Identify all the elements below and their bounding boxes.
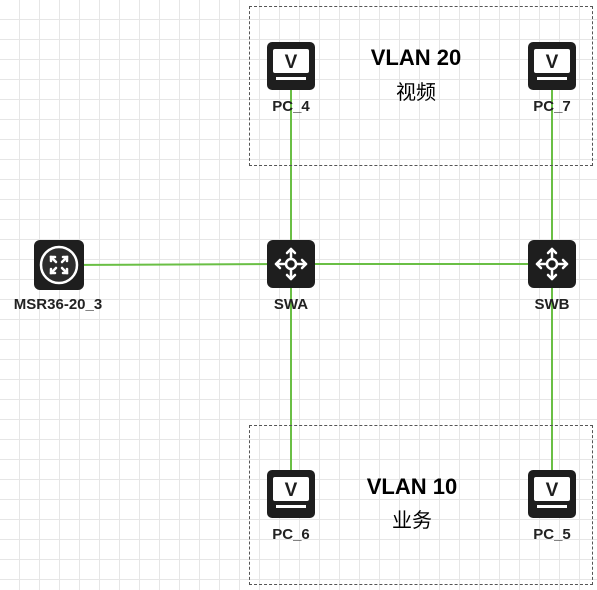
pc5-label: PC_5 (533, 526, 571, 543)
router-icon[interactable] (33, 239, 85, 296)
vlan20-subtitle: 视频 (396, 80, 436, 104)
router-label: MSR36-20_3 (13, 296, 103, 313)
vlan10-zone (249, 425, 593, 585)
switch-icon[interactable] (527, 239, 577, 294)
vlan10-title: VLAN 10 (366, 474, 458, 499)
switch-icon[interactable] (266, 239, 316, 294)
svg-text:V: V (285, 480, 298, 501)
pc7-label: PC_7 (533, 98, 571, 115)
vlan20-zone (249, 6, 593, 166)
svg-text:V: V (546, 52, 559, 73)
pc-monitor-icon[interactable]: V (266, 469, 316, 524)
pc6-label: PC_6 (272, 526, 310, 543)
svg-text:V: V (546, 480, 559, 501)
pc4-label: PC_4 (272, 98, 310, 115)
svg-text:V: V (285, 52, 298, 73)
vlan10-subtitle: 业务 (392, 508, 432, 532)
link-msr-swa (58, 263, 292, 266)
pc-monitor-icon[interactable]: V (266, 41, 316, 96)
vlan20-title: VLAN 20 (370, 45, 462, 70)
pc-monitor-icon[interactable]: V (527, 41, 577, 96)
swb-label: SWB (534, 296, 570, 313)
swa-label: SWA (273, 296, 309, 313)
pc-monitor-icon[interactable]: V (527, 469, 577, 524)
